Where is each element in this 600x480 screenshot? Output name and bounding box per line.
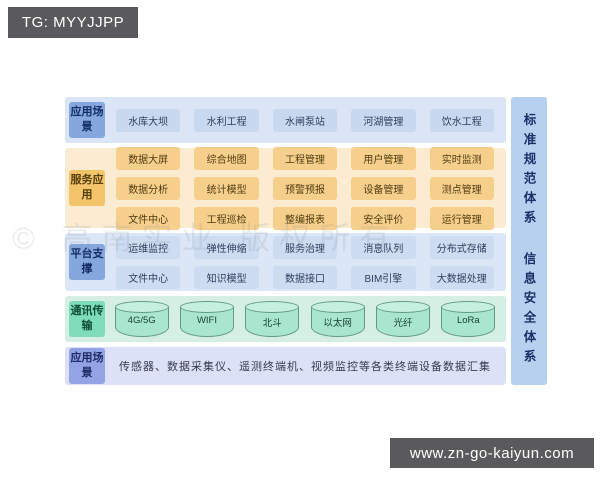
scene-items: 水库大坝 水利工程 水闸泵站 河湖管理 饮水工程 [109,108,501,132]
cylinder-beidou: 北斗 [245,301,300,337]
platform-item: 知识模型 [194,265,259,289]
service-item: 文件中心 [116,206,181,230]
side-systems-bar: 标准规范体系 信息安全体系 [511,97,547,385]
platform-item: 服务治理 [272,235,338,259]
data-collection-description: 传感器、数据采集仪、遥测终端机、视频监控等各类终端设备数据汇集 [119,361,491,373]
platform-item: BIM引擎 [351,265,416,289]
platform-item: 数据接口 [272,265,338,289]
service-item: 数据大屏 [116,146,181,170]
layer-label-platform-support: 平台支撑 [69,244,105,280]
telegram-contact-badge: TG: MYYJJPP [8,7,138,38]
scene-item: 水库大坝 [116,108,181,132]
service-item: 用户管理 [351,146,416,170]
cylinder-top [114,301,169,313]
scene-item: 水闸泵站 [272,108,338,132]
scene-item: 河湖管理 [351,108,416,132]
layer-service-applications: 服务应用 数据大屏 综合地图 工程管理 用户管理 实时监测 数据分析 统计模型 … [65,146,506,230]
website-url-badge: www.zn-go-kaiyun.com [390,438,594,468]
cylinder-label: 以太网 [323,318,352,329]
layer-label-data-collection: 应用场景 [69,348,105,384]
service-item: 测点管理 [429,176,494,200]
communication-items: 4G/5G WIFI 北斗 以太网 [109,301,501,337]
cylinder-lora: LoRa [441,301,496,337]
cylinder-top [245,301,300,313]
scene-item: 饮水工程 [429,108,494,132]
cylinder-4g5g: 4G/5G [114,301,169,337]
diagram-layers: 应用场景 水库大坝 水利工程 水闸泵站 河湖管理 饮水工程 服务应用 数据大屏 … [65,97,506,385]
platform-item: 文件中心 [116,265,181,289]
cylinder-label: LoRa [456,315,480,326]
service-item: 安全评价 [351,206,416,230]
platform-items: 运维监控 弹性伸缩 服务治理 消息队列 分布式存储 文件中心 知识模型 数据接口… [109,235,501,289]
cylinder-label: 光纤 [393,318,413,329]
cylinder-top [179,301,234,313]
layer-platform-support: 平台支撑 运维监控 弹性伸缩 服务治理 消息队列 分布式存储 文件中心 知识模型… [65,233,506,291]
service-item: 工程管理 [272,146,338,170]
service-item: 统计模型 [194,176,259,200]
cylinder-top [441,301,496,313]
cylinder-label: 4G/5G [127,315,156,326]
cylinder-label: 北斗 [262,318,282,329]
service-item: 实时监测 [429,146,494,170]
service-item: 整编报表 [272,206,338,230]
layer-application-scenes: 应用场景 水库大坝 水利工程 水闸泵站 河湖管理 饮水工程 [65,97,506,143]
cylinder-label: WIFI [196,315,218,326]
scene-item: 水利工程 [194,108,259,132]
cylinder-top [375,301,430,313]
service-item: 运行管理 [429,206,494,230]
service-item: 预警预报 [272,176,338,200]
layer-label-application-scenes: 应用场景 [69,102,105,138]
layer-label-service-applications: 服务应用 [69,170,105,206]
service-item: 工程巡检 [194,206,259,230]
service-item: 设备管理 [351,176,416,200]
cylinder-top [310,301,365,313]
platform-item: 消息队列 [351,235,416,259]
layer-label-communication: 通讯传输 [69,301,105,337]
service-item: 数据分析 [116,176,181,200]
layer-communication: 通讯传输 4G/5G WIFI 北斗 [65,296,506,342]
platform-item: 分布式存储 [429,235,494,259]
cylinder-fiber: 光纤 [375,301,430,337]
standards-system-label: 标准规范体系 [521,113,536,230]
service-items: 数据大屏 综合地图 工程管理 用户管理 实时监测 数据分析 统计模型 预警预报 … [109,146,501,230]
platform-item: 大数据处理 [429,265,494,289]
cylinder-ethernet: 以太网 [310,301,365,337]
service-item: 综合地图 [194,146,259,170]
platform-item: 运维监控 [116,235,181,259]
cylinder-wifi: WIFI [179,301,234,337]
platform-item: 弹性伸缩 [194,235,259,259]
architecture-diagram: 应用场景 水库大坝 水利工程 水闸泵站 河湖管理 饮水工程 服务应用 数据大屏 … [65,97,547,385]
security-system-label: 信息安全体系 [521,252,536,369]
layer-data-collection: 应用场景 传感器、数据采集仪、遥测终端机、视频监控等各类终端设备数据汇集 [65,347,506,385]
